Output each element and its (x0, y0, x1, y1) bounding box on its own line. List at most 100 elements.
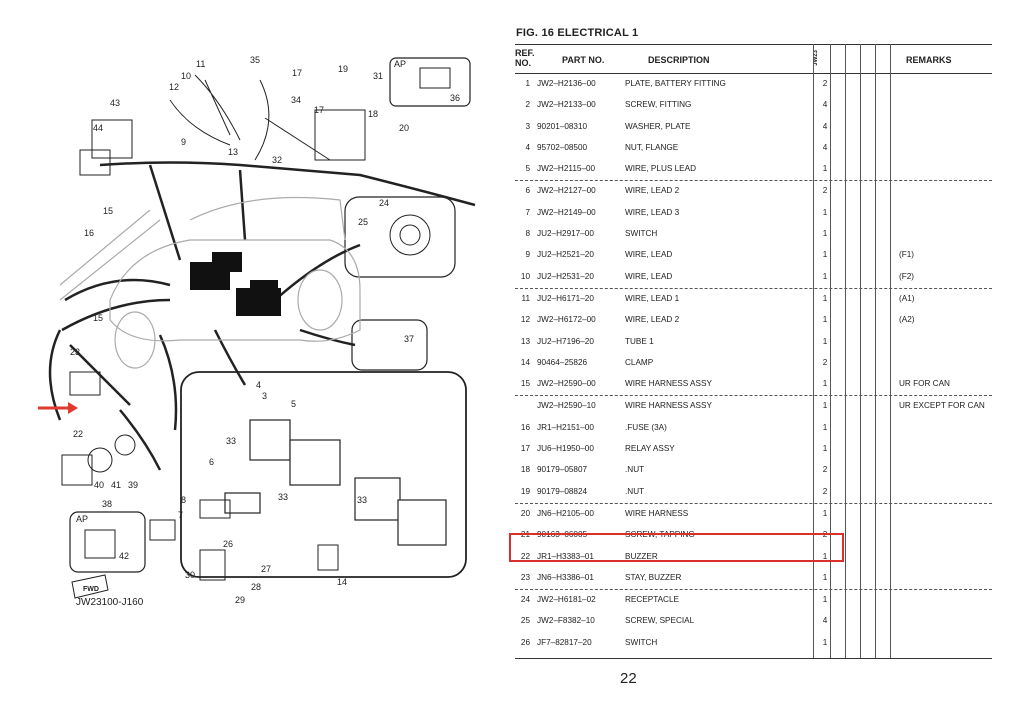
quantity-cell: 1 (822, 336, 828, 346)
callout-number: 31 (373, 71, 383, 81)
callout-number: 29 (235, 595, 245, 605)
callout-number: 6 (209, 457, 214, 467)
description-cell: .FUSE (3A) (625, 422, 667, 432)
quantity-cell: 4 (822, 142, 828, 152)
part-no-cell: 90201–08310 (537, 121, 588, 131)
callout-number: 39 (128, 480, 138, 490)
ref-cell: 23 (520, 572, 530, 582)
ref-cell: 7 (525, 207, 530, 217)
callout-number: 4 (256, 380, 261, 390)
part-no-cell: JU2–H2531–20 (537, 271, 594, 281)
ref-cell: 8 (525, 229, 530, 239)
callout-number: 12 (169, 82, 179, 92)
description-cell: STAY, BUZZER (625, 572, 682, 582)
callout-number: 23 (70, 347, 80, 357)
part-no-cell: JW2–H2149–00 (537, 207, 596, 217)
ap-label-bottom: AP (76, 514, 88, 524)
remarks-cell: UR FOR CAN (899, 379, 950, 389)
remarks-cell: (A1) (899, 293, 915, 303)
quantity-cell: 1 (822, 164, 828, 174)
quantity-cell: 1 (822, 229, 828, 239)
part-no-cell: JU2–H2521–20 (537, 250, 594, 260)
callout-number: 15 (103, 206, 113, 216)
callout-number: 34 (291, 95, 301, 105)
part-no-cell: JF7–82817–20 (537, 637, 592, 647)
svg-text:FWD: FWD (83, 586, 99, 593)
callout-number: 38 (102, 499, 112, 509)
ref-cell: 14 (520, 357, 530, 367)
quantity-cell: 1 (822, 637, 828, 647)
ref-cell: 16 (520, 422, 530, 432)
ref-cell: 4 (525, 142, 530, 152)
callout-number: 33 (226, 436, 236, 446)
description-cell: WIRE, LEAD 3 (625, 207, 680, 217)
part-no-cell: JR1–H3383–01 (537, 551, 594, 561)
description-cell: WIRE, LEAD (625, 271, 673, 281)
description-cell: WIRE HARNESS ASSY (625, 379, 712, 389)
callout-number: 9 (181, 137, 186, 147)
part-no-cell: JU2–H2917–00 (537, 229, 594, 239)
part-no-cell: JW2–F8382–10 (537, 616, 595, 626)
callout-number: 3 (262, 391, 267, 401)
table-header: REF.NO. PART NO. DESCRIPTION JW23 REMARK… (515, 44, 992, 74)
callout-number: 40 (94, 480, 104, 490)
callout-number: 33 (357, 495, 367, 505)
quantity-cell: 1 (822, 293, 828, 303)
callout-number: 20 (399, 123, 409, 133)
quantity-cell: 1 (822, 444, 828, 454)
callout-number: 43 (110, 98, 120, 108)
description-cell: PLATE, BATTERY FITTING (625, 79, 726, 88)
part-no-cell: JW2–H2133–00 (537, 100, 596, 110)
ap-label-top: AP (394, 59, 406, 69)
quantity-cell: 4 (822, 121, 828, 131)
quantity-cell: 2 (822, 79, 828, 88)
ref-cell: 1 (525, 79, 530, 88)
description-cell: WIRE, LEAD 1 (625, 293, 680, 303)
ref-cell: 24 (520, 595, 530, 605)
part-no-cell: 90464–25826 (537, 357, 588, 367)
callout-number: 17 (292, 68, 302, 78)
callout-number: 26 (223, 539, 233, 549)
callout-number: 11 (196, 59, 205, 69)
part-no-cell: JN6–H2105–00 (537, 508, 594, 518)
callout-number: 33 (278, 492, 288, 502)
description-cell: SWITCH (625, 637, 658, 647)
quantity-cell: 2 (822, 486, 828, 496)
ref-cell: 11 (521, 293, 531, 303)
ref-cell: 13 (520, 336, 530, 346)
description-cell: RECEPTACLE (625, 595, 679, 605)
description-cell: BUZZER (625, 551, 658, 561)
callout-number: 25 (358, 217, 368, 227)
part-no-cell: JW2–H2136–00 (537, 79, 596, 88)
quantity-cell: 2 (822, 186, 828, 196)
description-cell: WIRE, LEAD (625, 250, 673, 260)
fwd-arrow-icon: FWD (71, 574, 109, 599)
ref-cell: 20 (520, 508, 530, 518)
part-no-cell: JW2–H2127–00 (537, 186, 596, 196)
part-no-header: PART NO. (562, 55, 605, 65)
ref-cell: 15 (520, 379, 530, 389)
description-cell: WASHER, PLATE (625, 121, 691, 131)
ref-cell: 9 (525, 250, 530, 260)
part-no-cell: JW2–H2115–00 (537, 164, 596, 174)
description-cell: WIRE, LEAD 2 (625, 186, 680, 196)
callout-number: 35 (250, 55, 260, 65)
description-cell: .NUT (625, 486, 645, 496)
callout-number: 30 (185, 570, 195, 580)
quantity-cell: 4 (822, 616, 828, 626)
quantity-cell: 2 (822, 357, 828, 367)
ref-cell: 17 (520, 444, 530, 454)
remarks-cell: (F1) (899, 250, 915, 260)
part-no-cell: JU2–H6171–20 (537, 293, 594, 303)
